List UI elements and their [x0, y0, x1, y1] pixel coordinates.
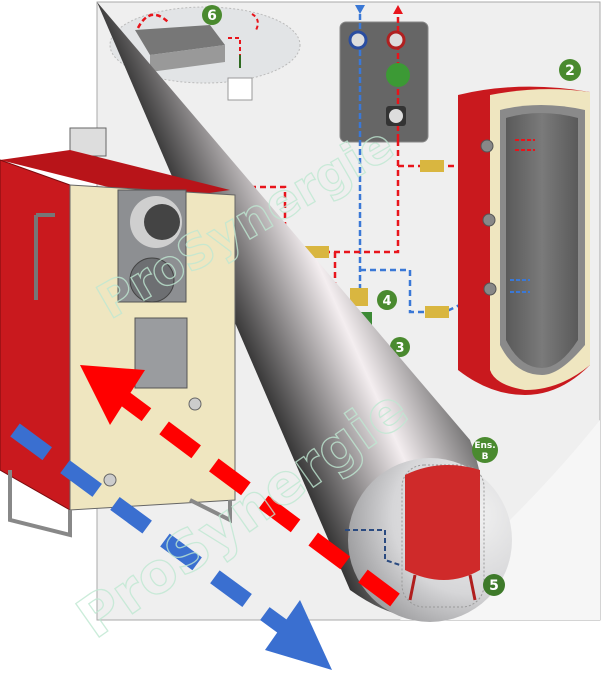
badge-6-label: 6	[207, 8, 217, 24]
ash-door	[134, 317, 188, 389]
badge-4-label: 4	[382, 294, 391, 309]
badge-6	[202, 5, 222, 25]
cold-arrowhead-icon	[265, 600, 332, 670]
badge-3-label: 3	[395, 341, 404, 356]
circulator-pump-icon	[386, 63, 410, 87]
badge-5-label: 5	[489, 578, 499, 594]
zoom-cone	[97, 2, 485, 618]
valve-icon	[348, 30, 368, 50]
badge-4	[377, 290, 397, 310]
hot-flow-arrow	[115, 388, 400, 607]
badge-ens-b-line2: B	[482, 452, 489, 462]
hot-arrow-icon	[393, 5, 403, 14]
siphon-icon	[227, 77, 253, 101]
cold-flow-arrow	[10, 423, 295, 639]
badge-2-label: 2	[565, 63, 575, 79]
badge-2	[559, 59, 581, 81]
badge-5	[483, 574, 505, 596]
hot-arrowhead-icon	[80, 365, 145, 425]
boiler-display	[69, 127, 107, 157]
flow-arrows	[10, 365, 400, 670]
boiler	[0, 127, 236, 538]
panel-fade	[400, 420, 600, 620]
badge-ens-b-line1: Ens.	[474, 441, 495, 451]
valve-icon	[386, 30, 406, 50]
safety-unit-group: 6	[109, 5, 301, 101]
cold-arrow-icon	[355, 5, 365, 14]
storage-tank: 2	[458, 59, 590, 396]
valve-icon	[425, 306, 449, 318]
valve-icon	[420, 160, 444, 172]
check-valve-icon	[389, 109, 403, 123]
badge-ens-b	[472, 437, 498, 463]
mixing-valve-icon	[350, 288, 368, 306]
expansion-vessel: Ens. B 5	[345, 437, 505, 608]
